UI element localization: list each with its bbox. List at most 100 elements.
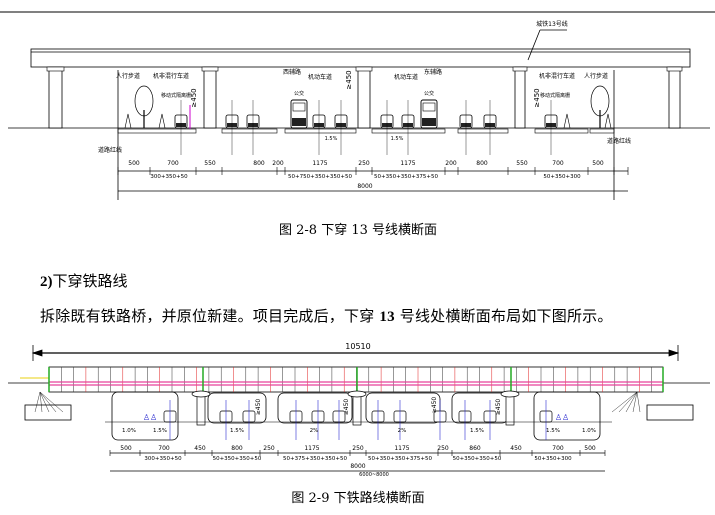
abutment-pile — [39, 391, 57, 413]
slope-label: 1.5% — [230, 428, 244, 434]
sub-dimension-label: 50+375+350+350+50 — [283, 456, 347, 462]
pedestrian-icon: ♙♙ — [143, 413, 157, 422]
bus-grille — [422, 118, 436, 126]
clearance-label-c: ≥450 — [431, 397, 438, 414]
side-box-culvert — [533, 391, 601, 441]
road-box-cell — [207, 392, 267, 424]
body-paragraph: 拆除既有铁路桥，并原位新建。项目完成后，下穿 13 号线处横断面布局如下图所示。 — [40, 305, 613, 326]
dimension-label: 450 — [194, 445, 206, 452]
pedestrian-icon — [124, 113, 132, 129]
total-range-label: 6000~8000 — [359, 472, 389, 478]
dimension-label: 700 — [158, 445, 170, 452]
dimension-label: 860 — [469, 445, 481, 452]
clearance-label-2: ≥450 — [345, 70, 353, 89]
dimension-label: 250 — [358, 160, 370, 167]
red-line-label-right: 道路红线 — [607, 137, 631, 145]
sub-dimension-label: 50+350+350+50 — [453, 456, 502, 462]
dimension-label: 800 — [253, 160, 265, 167]
bus-grille — [292, 118, 306, 126]
pedestrian-icon: ♙♙ — [555, 413, 569, 422]
paragraph-text-end: 号线处横断面布局如下图所示。 — [394, 307, 613, 325]
dimension-label: 500 — [592, 160, 604, 167]
slope-label: 1.0% — [122, 428, 136, 434]
pedestrian-icon — [604, 113, 612, 129]
pier-head — [347, 390, 367, 398]
dimension-label: 1175 — [312, 160, 327, 167]
dimension-label: 500 — [128, 160, 140, 167]
road-box-cell — [277, 392, 353, 424]
abutment-left — [24, 404, 72, 421]
pier-cap — [512, 66, 528, 72]
clearance-label-b: ≥450 — [343, 399, 350, 416]
dimension-label: 1175 — [394, 445, 409, 452]
abutment-pile — [625, 391, 638, 413]
sidewalk-label-left: 人行步道 — [116, 72, 140, 80]
abutment-right — [646, 404, 694, 421]
sub-dimension-label: 50+350+300 — [543, 174, 581, 180]
bus-label-right: 公交 — [424, 90, 434, 97]
dimension-label: 450 — [510, 445, 522, 452]
mixed-lane-label-left: 机非混行车道 — [153, 72, 189, 80]
pier-head — [191, 390, 211, 398]
dimension-label: 550 — [204, 160, 216, 167]
section-title: 下穿铁路线 — [52, 272, 128, 290]
abutment-pile — [611, 391, 638, 413]
section-heading: 2)下穿铁路线 — [40, 270, 128, 291]
dimension-label: 200 — [445, 160, 457, 167]
red-line-label-left: 道路红线 — [98, 146, 122, 154]
dimension-label: 700 — [552, 160, 564, 167]
east-aux-road-label: 东辅路 — [424, 68, 442, 76]
pier-cap — [46, 66, 65, 72]
mixed-lane-label-right: 机非混行车道 — [539, 72, 575, 80]
slope-label: 2% — [398, 428, 407, 434]
sub-dimension-label: 50+350+350+375+50 — [374, 174, 438, 180]
dimension-label: 200 — [272, 160, 284, 167]
slope-label: 1.5% — [546, 428, 560, 434]
abutment-pile — [39, 391, 50, 413]
pier-cap — [201, 66, 219, 72]
dimension-label: 250 — [352, 445, 364, 452]
bus-window — [292, 102, 306, 112]
dimension-label: 800 — [476, 160, 488, 167]
slope-label-left: 1.5% — [325, 136, 338, 142]
road-surface — [457, 128, 509, 134]
abutment-pile — [632, 391, 638, 413]
span-label: 10510 — [345, 342, 370, 351]
sub-dimension-label: 50+350+350+375+50 — [368, 456, 432, 462]
center-pier — [352, 394, 362, 426]
viaduct-pier — [203, 66, 217, 129]
slope-label: 1.0% — [582, 428, 596, 434]
abutment-pile — [636, 391, 641, 413]
west-aux-road-label: 西辅路 — [283, 68, 301, 76]
road-surface — [221, 128, 278, 134]
sub-dimension-label: 300+350+50 — [144, 456, 182, 462]
side-box-culvert — [111, 391, 179, 441]
dimension-label: 250 — [437, 445, 449, 452]
viaduct-pier — [357, 66, 371, 129]
center-pier — [196, 394, 206, 426]
road-surface — [371, 128, 446, 134]
total-width-label-2: 8000 — [350, 463, 365, 470]
clearance-label-a: ≥450 — [255, 399, 262, 416]
pedestrian-icon — [158, 113, 166, 129]
viaduct-pier — [48, 66, 63, 129]
abutment-pile — [39, 391, 43, 413]
dimension-label: 800 — [231, 445, 243, 452]
dimension-label: 1175 — [304, 445, 319, 452]
dimension-label: 700 — [167, 160, 179, 167]
total-width-label: 8000 — [357, 183, 372, 190]
pier-head — [500, 390, 520, 398]
viaduct-pier — [668, 66, 681, 129]
sidewalk-label-right: 人行步道 — [584, 72, 608, 80]
road-surface — [589, 128, 615, 134]
road-surface — [284, 128, 357, 134]
bus-window — [422, 102, 436, 112]
movable-fence-label-left: 移动式隔离栅 — [161, 92, 191, 99]
paragraph-text: 拆除既有铁路桥，并原位新建。项目完成后，下穿 — [40, 307, 380, 325]
slope-label: 1.5% — [470, 428, 484, 434]
clearance-label-3: ≥450 — [533, 88, 541, 107]
clearance-label-1: ≥450 — [190, 88, 198, 107]
abutment-pile — [618, 391, 638, 413]
slope-label-right: 1.5% — [391, 136, 404, 142]
